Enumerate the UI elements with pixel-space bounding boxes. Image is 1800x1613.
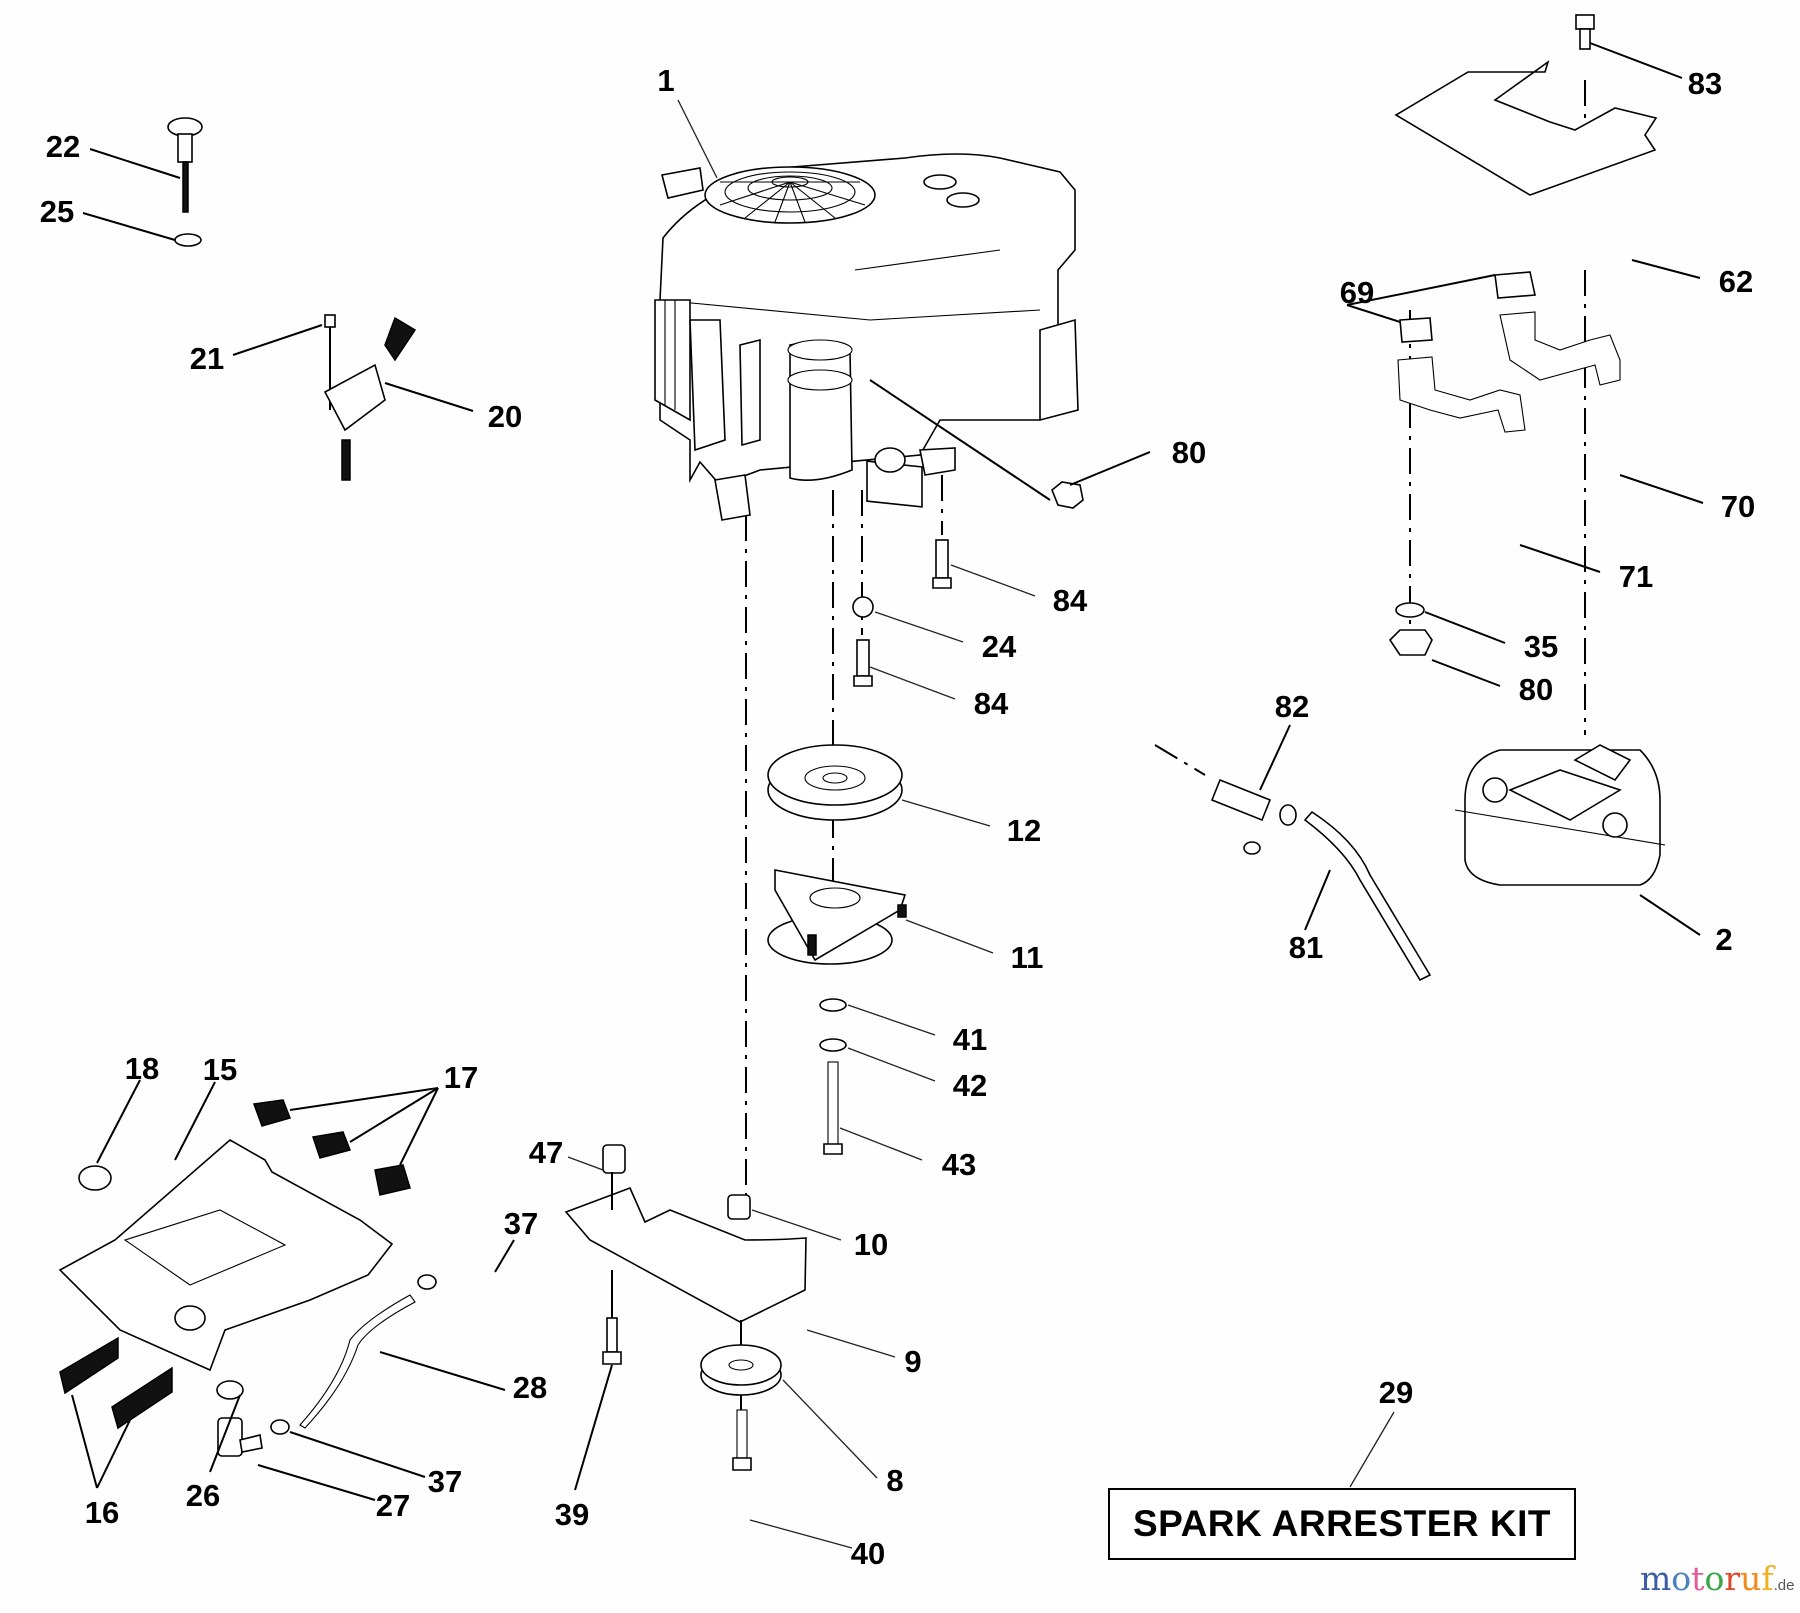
idler-bracket [564, 1144, 807, 1471]
spark-arrester-kit-label: SPARK ARRESTER KIT [1132, 1503, 1552, 1544]
fan-grid [719, 181, 866, 223]
fuel-tank [58, 1099, 411, 1430]
callout-37-lower: 37 [428, 1464, 462, 1499]
callout-83: 83 [1688, 66, 1722, 101]
callout-81: 81 [1289, 930, 1323, 965]
callout-71: 71 [1619, 559, 1653, 594]
choke-knob [167, 117, 203, 213]
callout-80-exhaust: 80 [1519, 672, 1553, 707]
exhaust-pipes [1397, 271, 1621, 433]
washer-35 [1395, 602, 1425, 618]
nut-80 [1388, 629, 1433, 656]
callout-84-upper: 84 [1053, 583, 1088, 618]
callout-16: 16 [85, 1495, 119, 1530]
callout-82: 82 [1275, 689, 1309, 724]
logo-letter: u [1740, 1559, 1762, 1598]
callout-15: 15 [203, 1052, 237, 1087]
engine-assembly [654, 153, 1079, 521]
callout-39: 39 [555, 1497, 589, 1532]
callout-9: 9 [904, 1344, 921, 1379]
callout-25: 25 [40, 194, 74, 229]
watermark-logo: motoruf.de [1640, 1562, 1794, 1595]
leader-lines [71, 42, 1704, 1549]
axis-line [1154, 744, 1206, 776]
callout-20: 20 [488, 399, 522, 434]
clutch-11 [767, 869, 907, 965]
spark-arrester-kit-box: SPARK ARRESTER KIT [1108, 1488, 1576, 1560]
throttle-bracket [323, 314, 417, 481]
callout-37-upper: 37 [504, 1206, 538, 1241]
callout-29: 29 [1379, 1375, 1413, 1410]
callout-35: 35 [1524, 629, 1558, 664]
logo-letter: r [1724, 1559, 1741, 1598]
callout-26: 26 [186, 1478, 220, 1513]
callout-10: 10 [854, 1227, 888, 1262]
axis-line [869, 379, 1051, 501]
fuel-filter [1210, 778, 1297, 855]
callout-27: 27 [376, 1488, 410, 1523]
callout-69: 69 [1340, 275, 1374, 310]
callout-12: 12 [1007, 813, 1041, 848]
logo-tld: .de [1773, 1577, 1795, 1594]
callout-17: 17 [444, 1060, 478, 1095]
callout-1: 1 [657, 63, 674, 98]
callout-labels: 1 22 25 21 20 83 62 69 80 70 71 84 24 35… [40, 63, 1755, 1571]
fuel-line-parts [216, 1274, 437, 1457]
callout-41: 41 [953, 1022, 987, 1057]
callout-11: 11 [1011, 940, 1044, 975]
logo-letter: m [1640, 1559, 1672, 1598]
callout-70: 70 [1721, 489, 1755, 524]
callout-43: 43 [942, 1147, 976, 1182]
callout-28: 28 [513, 1370, 547, 1405]
callout-62: 62 [1719, 264, 1753, 299]
callout-8: 8 [886, 1463, 903, 1498]
heat-shield [1394, 14, 1658, 196]
logo-letter: o [1704, 1559, 1725, 1598]
callout-22: 22 [46, 129, 80, 164]
pulley-12 [767, 744, 903, 821]
logo-letter: f [1761, 1559, 1774, 1598]
callout-40: 40 [851, 1536, 885, 1571]
callout-24: 24 [982, 629, 1017, 664]
muffler [1454, 744, 1666, 886]
logo-letter: t [1691, 1559, 1705, 1598]
callout-84-lower: 84 [974, 686, 1009, 721]
washer-25 [174, 233, 202, 247]
fuel-hose [1303, 810, 1432, 982]
logo-letter: o [1671, 1559, 1692, 1598]
bolts [819, 539, 952, 1155]
nut-80-engine [1051, 481, 1084, 509]
callout-2: 2 [1715, 922, 1732, 957]
callout-21: 21 [190, 341, 224, 376]
callout-18: 18 [125, 1051, 159, 1086]
callout-42: 42 [953, 1068, 987, 1103]
callout-80-engine: 80 [1172, 435, 1206, 470]
callout-47: 47 [529, 1135, 563, 1170]
